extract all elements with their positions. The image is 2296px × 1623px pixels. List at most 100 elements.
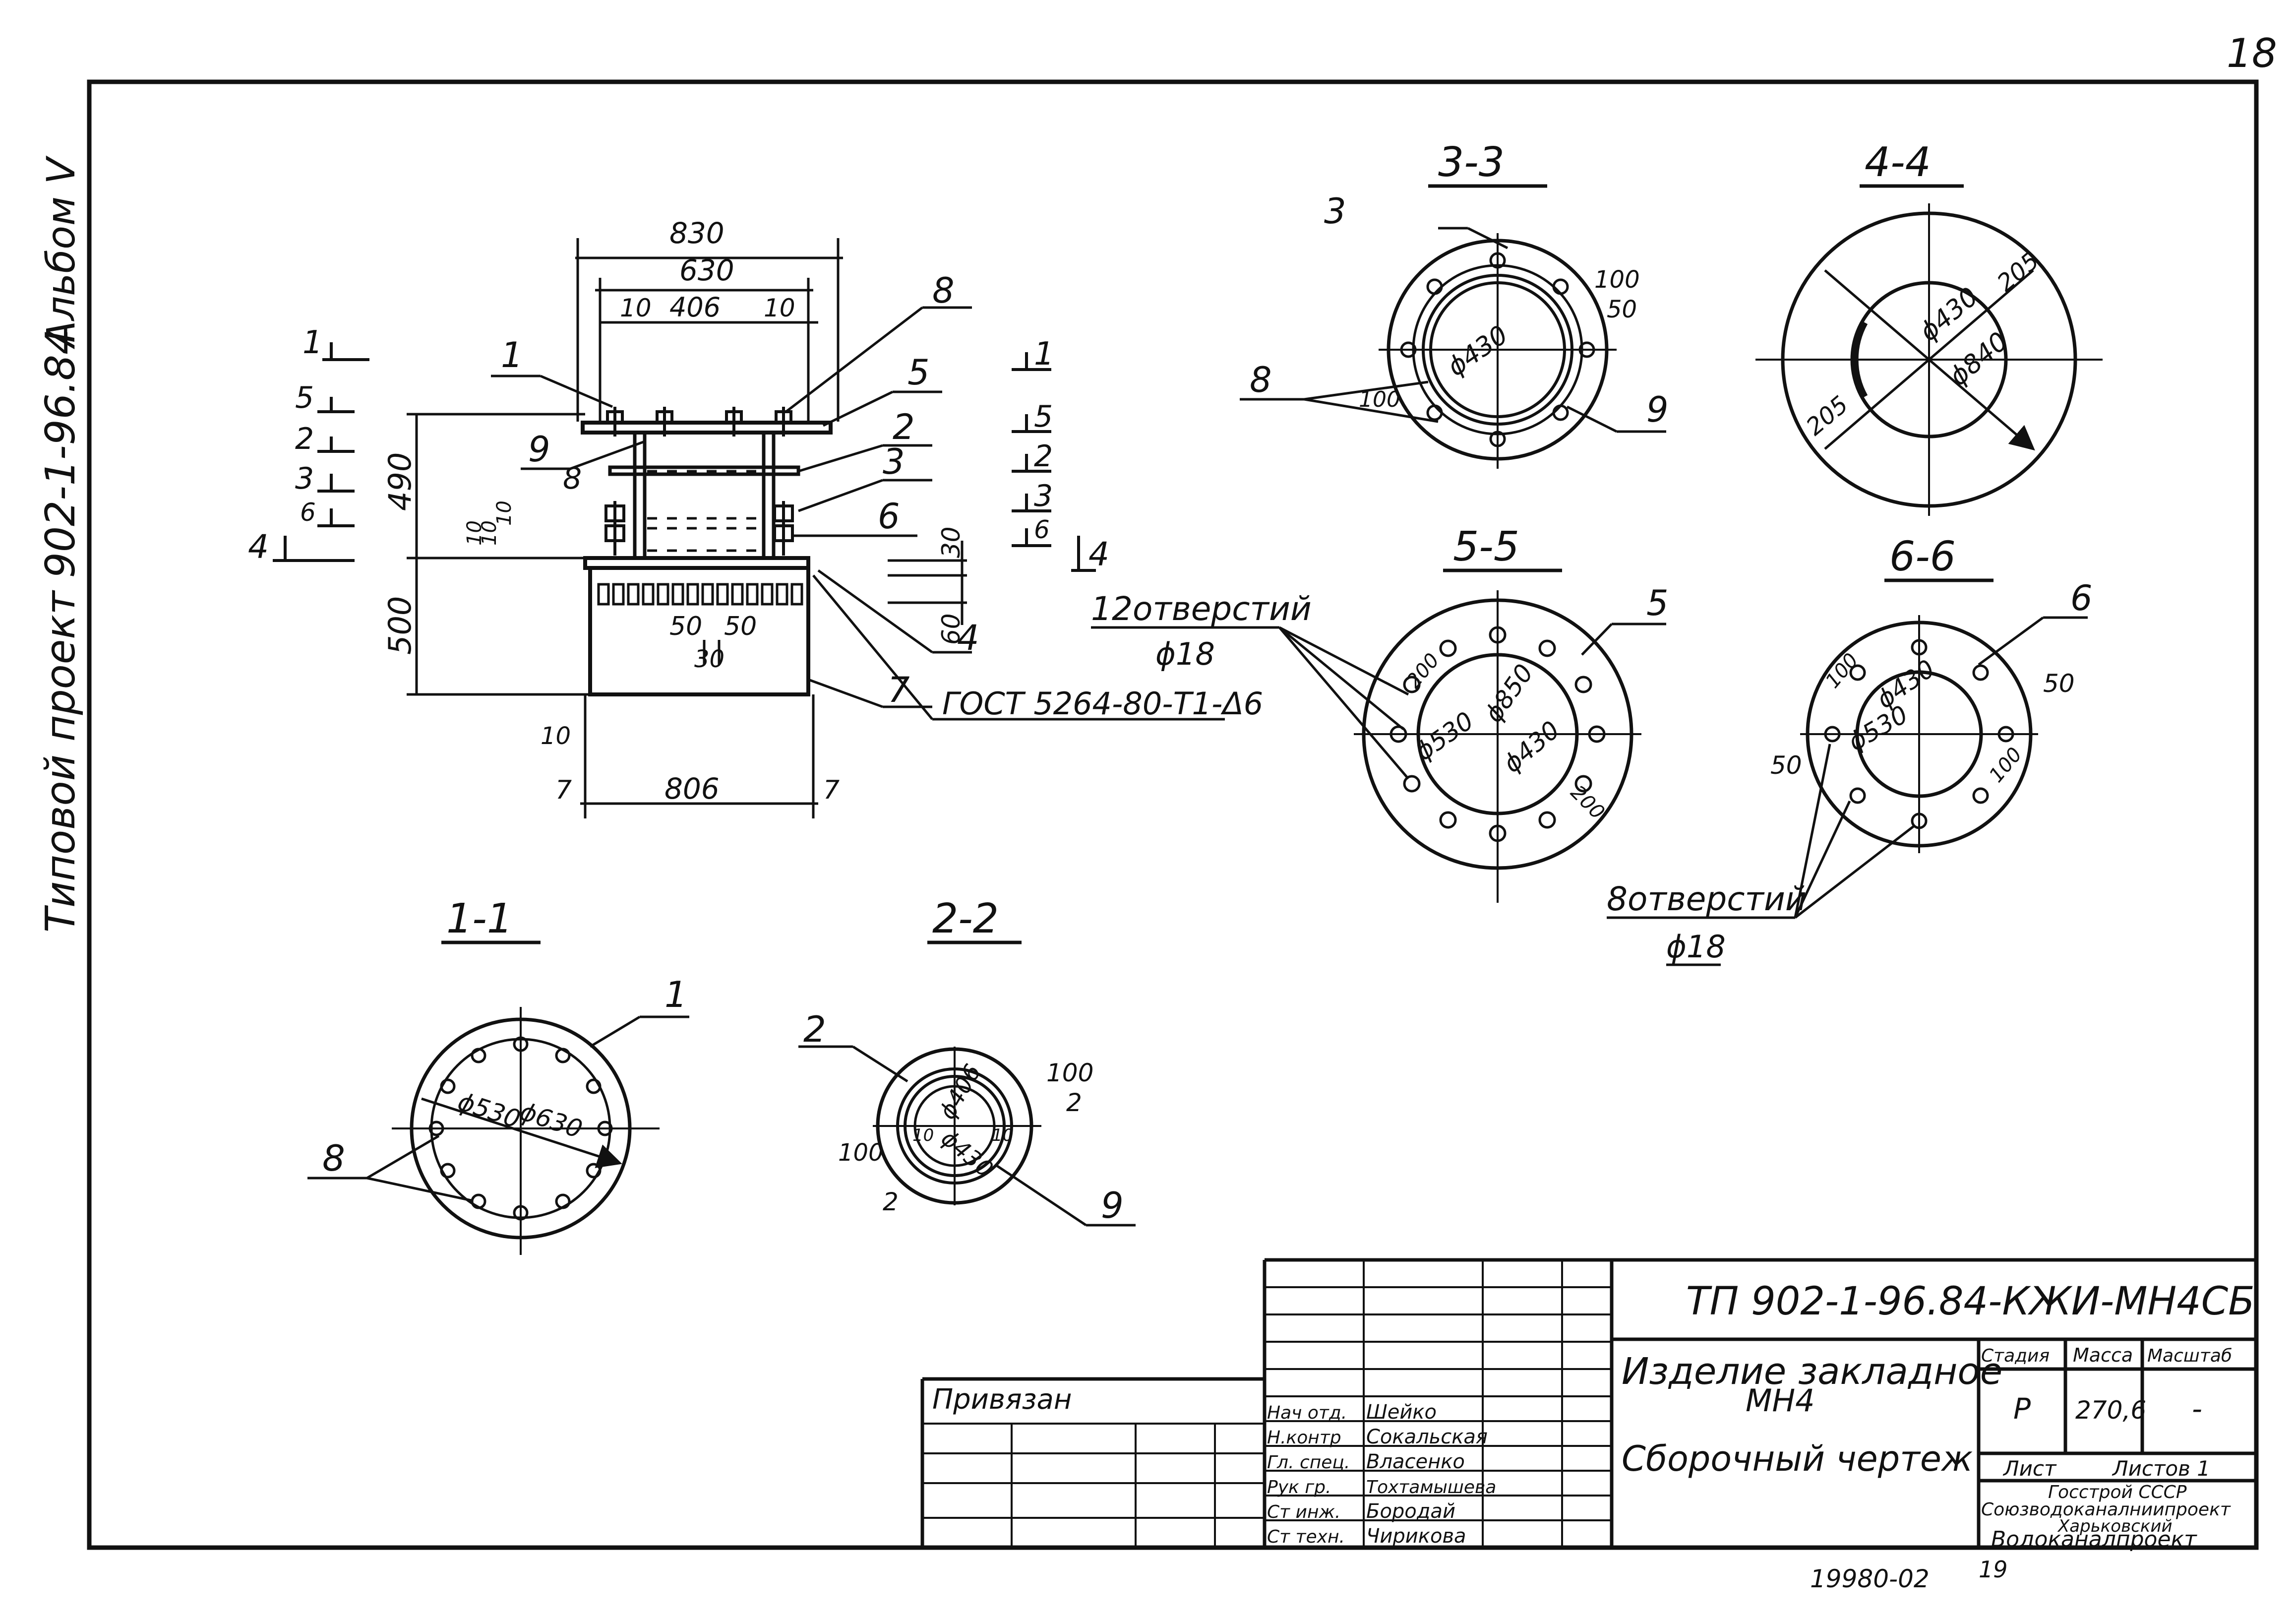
tb-signer-name-6: Чирикова: [1366, 1525, 1466, 1548]
mark-l5: 5: [295, 380, 314, 415]
weld-note: ГОСТ 5264-80-Т1-Δ6: [942, 686, 1263, 722]
s33-pos3: 3: [1324, 191, 1346, 232]
tb-signer-role-4: Рук гр.: [1267, 1477, 1331, 1498]
s66-dia430: ϕ430: [1872, 654, 1940, 714]
tb-signer-name-5: Бородай: [1366, 1500, 1455, 1523]
s33-100b: 100: [1359, 387, 1400, 412]
mark-r4: 4: [1088, 535, 1109, 573]
s11-dia530: ϕ530: [454, 1087, 524, 1134]
s44-dia430: ϕ430: [1914, 282, 1984, 347]
dim-10c: 10: [463, 520, 486, 546]
s33-dia430: ϕ430: [1442, 320, 1513, 382]
album-label: Альбом V: [39, 155, 84, 350]
section-1-1-title: 1-1: [446, 895, 513, 942]
page-number: 18: [2227, 30, 2277, 76]
tb-signer-name-4: Тохтамышева: [1366, 1477, 1496, 1498]
main-view: 830 630 406 10 10 490 500 10 10 10 30 60…: [248, 216, 1263, 818]
s22-2a: 2: [1066, 1088, 1082, 1117]
section-1-1: 1-1 1 8 ϕ530 ϕ630: [307, 895, 689, 1255]
tb-signer-role-3: Гл. спец.: [1267, 1452, 1350, 1473]
dim-60: 60: [937, 613, 966, 645]
tb-org-line1: Госстрой СССР: [2048, 1482, 2187, 1502]
tb-sheet-label: Лист: [2002, 1456, 2057, 1481]
tb-signer-role-2: Н.контр: [1267, 1428, 1341, 1448]
title-block: ТП 902-1-96.84-КЖИ-МН4СБ Изделие закладн…: [920, 1258, 2256, 1552]
mark-r2: 2: [1034, 439, 1053, 474]
project-label: Типовой проект 902-1-96.84: [37, 329, 84, 933]
dim-50a: 50: [669, 612, 702, 641]
tb-stage-label: Стадия: [1981, 1346, 2050, 1366]
s44-205b: 205: [1801, 390, 1854, 441]
s22-pos9: 9: [1101, 1185, 1124, 1226]
s11-pos1: 1: [665, 974, 687, 1015]
pos-7: 7: [888, 670, 910, 710]
tb-org-line4: Водоканалпроект: [1991, 1527, 2197, 1552]
tb-org-line3: Харьковский: [2057, 1516, 2173, 1536]
s22-100b: 100: [838, 1139, 884, 1167]
dim-10b: 10: [764, 294, 795, 322]
mark-l6: 6: [300, 498, 316, 527]
s22-2b: 2: [883, 1187, 899, 1216]
holes-8-text: 8отверстий: [1607, 880, 1807, 918]
tb-signer-role-5: Ст инж.: [1267, 1502, 1340, 1522]
s33-100a: 100: [1594, 266, 1640, 294]
tb-privyazan: Привязан: [932, 1383, 1072, 1416]
dim-10d: 10: [478, 520, 501, 546]
tb-signer-name-1: Шейко: [1366, 1401, 1437, 1424]
pos-5: 5: [907, 352, 930, 393]
s66-50b: 50: [1770, 751, 1802, 780]
mark-r1: 1: [1034, 336, 1054, 373]
dim-830: 830: [669, 216, 725, 250]
dim-500: 500: [382, 596, 418, 655]
dim-50b: 50: [724, 612, 757, 641]
s22-100a: 100: [1046, 1059, 1093, 1087]
dim-806: 806: [665, 772, 720, 806]
dim-7b: 7: [823, 775, 840, 805]
s44-205a: 205: [1992, 247, 2045, 297]
section-2-2-title: 2-2: [932, 895, 999, 942]
s22-10a: 10: [912, 1125, 934, 1145]
pos-1: 1: [501, 335, 523, 375]
pos-2: 2: [893, 407, 915, 447]
footer-sheet-no: 19: [1979, 1556, 2008, 1583]
section-5-5-title: 5-5: [1453, 523, 1519, 570]
s55-dia850: ϕ850: [1479, 659, 1539, 727]
holes-12-dia: ϕ18: [1155, 636, 1215, 672]
tb-signer-name-2: Сокальская: [1366, 1426, 1488, 1448]
pos-8-top: 8: [932, 270, 955, 311]
tb-drawing-type: Сборочный чертеж: [1622, 1438, 1973, 1479]
holes-12-text: 12отверстий: [1091, 590, 1312, 628]
s33-pos8: 8: [1250, 360, 1272, 400]
mark-r5: 5: [1034, 399, 1053, 434]
section-3-3: 3-3 3 8 9 ϕ430 100 50 100: [1240, 139, 1669, 469]
tb-org-line2: Союзводоканалниипроект: [1981, 1499, 2231, 1520]
s11-pos8: 8: [322, 1137, 345, 1179]
s22-pos2: 2: [803, 1008, 826, 1050]
mark-r3: 3: [1034, 479, 1053, 513]
dim-490: 490: [382, 452, 418, 511]
tb-stage: Р: [2013, 1392, 2031, 1426]
dim-30b: 30: [694, 645, 725, 673]
section-4-4: 4-4 ϕ430 ϕ840 205 205: [1755, 139, 2103, 516]
tb-scale-label: Масштаб: [2147, 1346, 2232, 1366]
tb-sheets-label: Листов 1: [2112, 1456, 2210, 1481]
dim-10e: 10: [493, 500, 516, 526]
dim-10a: 10: [620, 294, 652, 322]
s55-200a: 200: [1402, 649, 1444, 692]
mark-l4: 4: [248, 528, 269, 566]
pos-4: 4: [957, 618, 979, 658]
pos-8-left: 8: [563, 461, 582, 496]
dim-10f: 10: [541, 722, 571, 750]
lower-shell: [588, 566, 810, 696]
s55-pos5: 5: [1646, 583, 1669, 624]
mark-l1: 1: [302, 324, 323, 361]
tb-signer-role-6: Ст техн.: [1267, 1527, 1345, 1547]
section-4-4-title: 4-4: [1865, 139, 1931, 186]
section-5-5: 5-5 5 ϕ530 ϕ850 ϕ430 200 200: [1354, 523, 1669, 903]
tb-signer-role-1: Нач отд.: [1267, 1403, 1347, 1423]
s55-dia430: ϕ430: [1498, 715, 1565, 778]
dim-630: 630: [679, 253, 734, 287]
s33-50: 50: [1607, 296, 1637, 323]
section-3-3-title: 3-3: [1438, 139, 1505, 186]
